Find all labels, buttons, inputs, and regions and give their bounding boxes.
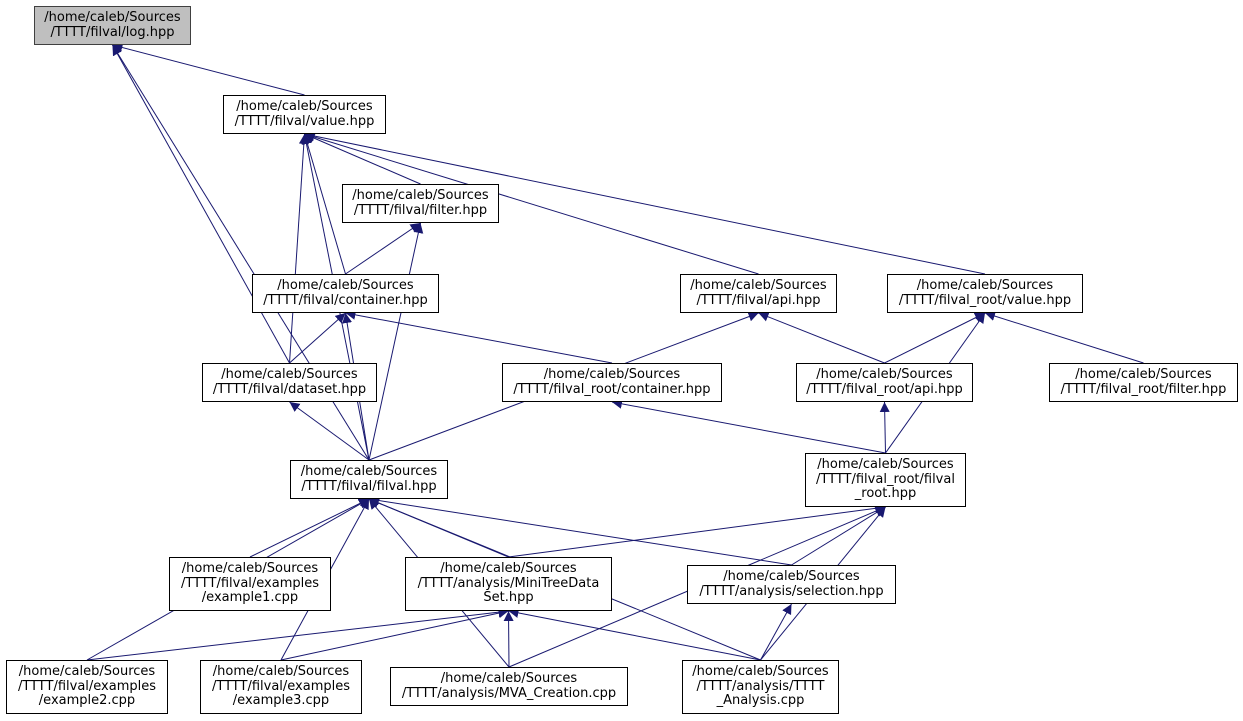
edge-api-to-value <box>304 132 759 275</box>
node-label: /home/caleb/Sources /TTTT/filval/filval.… <box>300 464 438 494</box>
node-label: /home/caleb/Sources /TTTT/filval_root/fi… <box>816 457 955 502</box>
edge-minitree-to-root_filval <box>508 503 886 558</box>
node-selection-hpp[interactable]: /home/caleb/Sources /TTTT/analysis/selec… <box>687 565 896 604</box>
edge-selection-to-root_filval <box>791 506 886 566</box>
node-label: /home/caleb/Sources /TTTT/analysis/MiniT… <box>417 561 600 606</box>
node-label: /home/caleb/Sources /TTTT/filval/filter.… <box>352 188 489 218</box>
node-container-hpp[interactable]: /home/caleb/Sources /TTTT/filval/contain… <box>252 274 439 313</box>
edge-root_api-to-root_value <box>884 312 986 364</box>
edge-value-to-log <box>112 42 305 96</box>
node-root-filval-hpp[interactable]: /home/caleb/Sources /TTTT/filval_root/fi… <box>805 453 966 507</box>
node-label: /home/caleb/Sources /TTTT/filval/value.h… <box>234 99 375 129</box>
edge-dataset-to-log <box>112 44 290 364</box>
node-label: /home/caleb/Sources /TTTT/filval/api.hpp <box>690 278 827 308</box>
edge-filter-to-value <box>304 133 421 185</box>
node-label: /home/caleb/Sources /TTTT/analysis/TTTT … <box>692 664 829 709</box>
node-label: /home/caleb/Sources /TTTT/filval/dataset… <box>212 367 367 397</box>
edge-root_filval-to-root_container <box>611 398 886 454</box>
edge-example2-to-minitree <box>86 607 509 661</box>
node-root-container-hpp[interactable]: /home/caleb/Sources /TTTT/filval_root/co… <box>502 363 722 402</box>
node-root-value-hpp[interactable]: /home/caleb/Sources /TTTT/filval_root/va… <box>887 274 1083 313</box>
edge-root_container-to-container <box>345 309 613 364</box>
node-example3-cpp[interactable]: /home/caleb/Sources /TTTT/filval/example… <box>200 660 362 714</box>
node-label: /home/caleb/Sources /TTTT/filval/example… <box>180 561 320 606</box>
node-root-filter-hpp[interactable]: /home/caleb/Sources /TTTT/filval_root/fi… <box>1049 363 1238 402</box>
edge-container-to-filter <box>345 222 421 275</box>
node-label: /home/caleb/Sources /TTTT/filval/log.hpp <box>44 10 181 40</box>
node-api-hpp[interactable]: /home/caleb/Sources /TTTT/filval/api.hpp <box>680 274 837 313</box>
edge-example3-to-minitree <box>280 608 509 661</box>
node-label: /home/caleb/Sources /TTTT/filval_root/va… <box>898 278 1072 308</box>
edge-mva-to-minitree <box>503 610 514 668</box>
node-filter-hpp[interactable]: /home/caleb/Sources /TTTT/filval/filter.… <box>342 184 499 223</box>
node-label: /home/caleb/Sources /TTTT/analysis/selec… <box>699 569 884 599</box>
node-label: /home/caleb/Sources /TTTT/filval_root/fi… <box>1060 367 1227 397</box>
edge-example1-to-filval <box>249 498 370 558</box>
node-value-hpp[interactable]: /home/caleb/Sources /TTTT/filval/value.h… <box>223 95 386 134</box>
node-label: /home/caleb/Sources /TTTT/filval/example… <box>17 664 157 709</box>
edge-filval-to-dataset <box>289 401 370 461</box>
node-example1-cpp[interactable]: /home/caleb/Sources /TTTT/filval/example… <box>169 557 331 611</box>
edge-root_api-to-api <box>758 312 885 364</box>
edge-root_filval-to-root_api <box>879 401 890 454</box>
edge-dataset-to-container <box>289 312 346 364</box>
edge-tttt_analysis-to-selection <box>760 603 792 661</box>
node-dataset-hpp[interactable]: /home/caleb/Sources /TTTT/filval/dataset… <box>202 363 377 402</box>
node-mva-creation-cpp[interactable]: /home/caleb/Sources /TTTT/analysis/MVA_C… <box>390 667 628 706</box>
edge-container-to-value <box>302 133 346 275</box>
node-label: /home/caleb/Sources /TTTT/filval/contain… <box>263 278 428 308</box>
edge-tttt_analysis-to-minitree <box>508 608 761 661</box>
node-tttt-analysis-cpp[interactable]: /home/caleb/Sources /TTTT/analysis/TTTT … <box>682 660 839 714</box>
edge-selection-to-filval <box>368 495 792 566</box>
node-example2-cpp[interactable]: /home/caleb/Sources /TTTT/filval/example… <box>6 660 168 714</box>
edge-dataset-to-value <box>289 133 309 364</box>
node-filval-hpp[interactable]: /home/caleb/Sources /TTTT/filval/filval.… <box>290 460 448 499</box>
node-log-hpp[interactable]: /home/caleb/Sources /TTTT/filval/log.hpp <box>34 6 191 45</box>
node-label: /home/caleb/Sources /TTTT/analysis/MVA_C… <box>401 671 617 701</box>
node-root-api-hpp[interactable]: /home/caleb/Sources /TTTT/filval_root/ap… <box>796 363 973 402</box>
edge-filval-to-filter <box>368 222 424 461</box>
node-minitreedataset-hpp[interactable]: /home/caleb/Sources /TTTT/analysis/MiniT… <box>405 557 612 611</box>
node-label: /home/caleb/Sources /TTTT/filval_root/co… <box>513 367 711 397</box>
node-label: /home/caleb/Sources /TTTT/filval_root/ap… <box>806 367 963 397</box>
node-label: /home/caleb/Sources /TTTT/filval/example… <box>211 664 351 709</box>
edge-root_filter-to-root_value <box>984 311 1144 364</box>
edge-root_value-to-value <box>304 131 986 275</box>
